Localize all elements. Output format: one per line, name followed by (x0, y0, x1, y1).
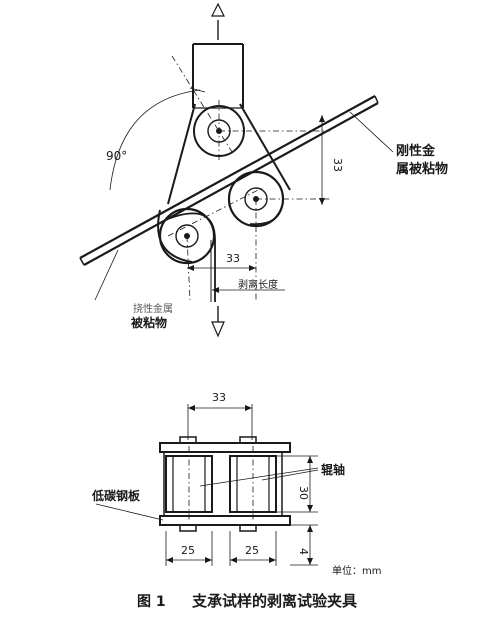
dimension-horizontal-33: 33 (187, 252, 256, 271)
unit-label: 单位：mm (332, 564, 381, 577)
right-roller-elevation (229, 446, 277, 522)
dim-vertical-label: 33 (331, 158, 344, 172)
fixture-body (157, 103, 291, 263)
left-roller-elevation (165, 446, 213, 522)
rigid-metal-label-1: 刚性金 (396, 143, 436, 159)
dimension-side-4: 4 (290, 524, 318, 566)
angle-arc: 90° (106, 87, 206, 191)
plate-label: 低碳钢板 (91, 488, 141, 503)
bottom-plate (159, 515, 291, 532)
peel-length-indicator: 剥离长度 (212, 278, 285, 293)
dimension-height-30: 30 (276, 455, 318, 513)
flexible-label-2: 被粘物 (131, 315, 167, 330)
dim-height-label: 30 (297, 486, 310, 500)
peel-length-label: 剥离长度 (238, 278, 278, 291)
pull-up-arrow (211, 2, 225, 40)
upper-grip (192, 43, 244, 109)
dim-top-label: 33 (212, 391, 226, 404)
angle-label: 90° (106, 149, 127, 163)
top-view: 90° 33 33 剥离长度 刚性金 属被粘物 挠性金属 被粘物 (79, 2, 448, 338)
dimension-bottom-25s: 25 25 (165, 531, 277, 566)
dim-side-label: 4 (297, 548, 310, 555)
figure-title: 支承试样的剥离试验夹具 (191, 592, 357, 610)
figure-number: 图 1 (137, 594, 166, 610)
figure-caption: 图 1 支承试样的剥离试验夹具 (137, 592, 357, 610)
pull-down-arrow (211, 306, 225, 338)
top-plate (159, 436, 291, 453)
plate-callout: 低碳钢板 (91, 488, 164, 521)
dimension-vertical-33: 33 (319, 115, 344, 205)
rigid-metal-label-2: 属被粘物 (396, 161, 448, 177)
bottom-view: 33 (91, 391, 381, 577)
dimension-top-33: 33 (187, 391, 253, 440)
flexible-adherend-strip (164, 212, 216, 302)
dim-bottom-left-label: 25 (181, 544, 195, 557)
roller-label: 辊轴 (321, 462, 345, 477)
roller-callout: 辊轴 (199, 462, 345, 487)
flexible-label-1: 挠性金属 (133, 302, 173, 315)
flexible-label-leader (94, 249, 119, 301)
rigid-adherend-plate (79, 95, 379, 266)
rigid-label-leader (349, 111, 394, 153)
dim-bottom-right-label: 25 (245, 544, 259, 557)
dim-horizontal-label: 33 (226, 252, 240, 265)
